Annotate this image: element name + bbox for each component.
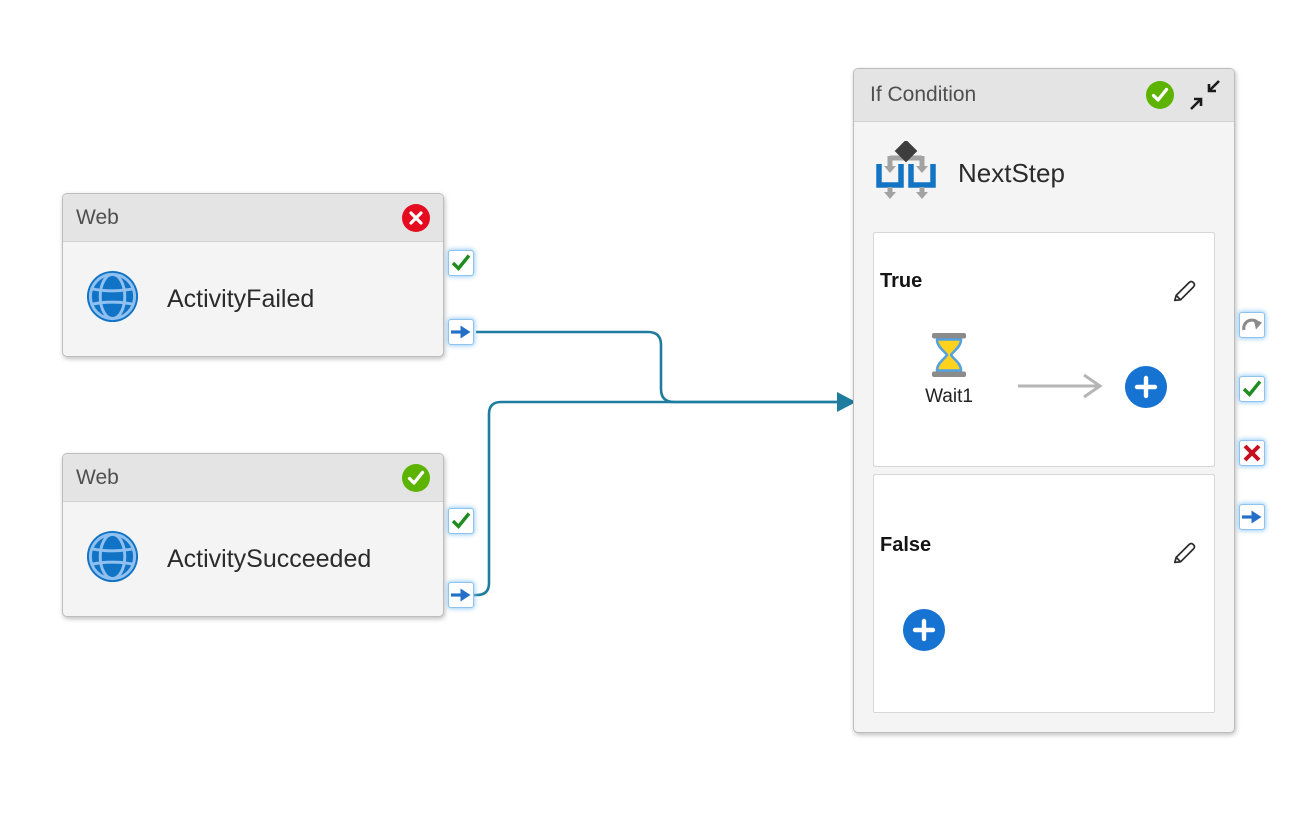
failure-port-nextstep[interactable] <box>1239 440 1265 466</box>
activity-type-label: Web <box>76 205 119 229</box>
activity-type-label: If Condition <box>870 83 977 106</box>
activity-card-nextstep-if-condition[interactable]: If Condition <box>853 68 1235 733</box>
activity-card-header: If Condition <box>854 69 1234 122</box>
success-badge-icon <box>401 463 431 493</box>
globe-icon <box>85 529 140 589</box>
success-badge-icon <box>1145 80 1175 110</box>
activity-card-header: Web <box>63 194 443 242</box>
completion-port-nextstep[interactable] <box>1239 504 1265 530</box>
edit-false-branch-pencil-icon[interactable] <box>1169 538 1199 568</box>
if-condition-icon <box>876 139 936 206</box>
hourglass-icon <box>932 333 966 382</box>
connector-line-activitysucceeded-to-nextstep[interactable] <box>474 400 838 597</box>
completion-port-activityfailed[interactable] <box>448 319 474 345</box>
error-badge-icon <box>401 203 431 233</box>
edit-true-branch-pencil-icon[interactable] <box>1169 276 1199 306</box>
activity-card-activitysucceeded[interactable]: Web Ac <box>62 453 444 617</box>
skipped-port-nextstep[interactable] <box>1239 312 1265 338</box>
success-port-activityfailed[interactable] <box>448 250 474 276</box>
activity-card-header: Web <box>63 454 443 502</box>
collapse-icon[interactable] <box>1188 78 1222 112</box>
activity-name: ActivitySucceeded <box>167 544 372 573</box>
activity-name: NextStep <box>958 158 1065 188</box>
success-port-activitysucceeded[interactable] <box>448 508 474 534</box>
success-port-nextstep[interactable] <box>1239 376 1265 402</box>
globe-icon <box>85 269 140 329</box>
activity-card-activityfailed[interactable]: Web Ac <box>62 193 444 357</box>
add-activity-button[interactable] <box>1125 366 1167 408</box>
true-branch-panel[interactable]: True Wait1 <box>873 232 1215 467</box>
activity-name: ActivityFailed <box>167 284 315 313</box>
activity-name: Wait1 <box>925 386 973 407</box>
false-branch-panel[interactable]: False <box>873 474 1215 713</box>
completion-port-activitysucceeded[interactable] <box>448 582 474 608</box>
wait1-activity-node[interactable]: Wait1 <box>914 333 984 408</box>
add-activity-button[interactable] <box>903 609 945 651</box>
connector-line-activityfailed-to-nextstep[interactable] <box>476 330 838 404</box>
activity-type-label: Web <box>76 465 119 489</box>
true-branch-label: True <box>880 270 923 292</box>
connector-arrowhead-icon <box>837 392 856 412</box>
false-branch-label: False <box>880 534 932 556</box>
flow-arrow-icon <box>1016 372 1106 405</box>
